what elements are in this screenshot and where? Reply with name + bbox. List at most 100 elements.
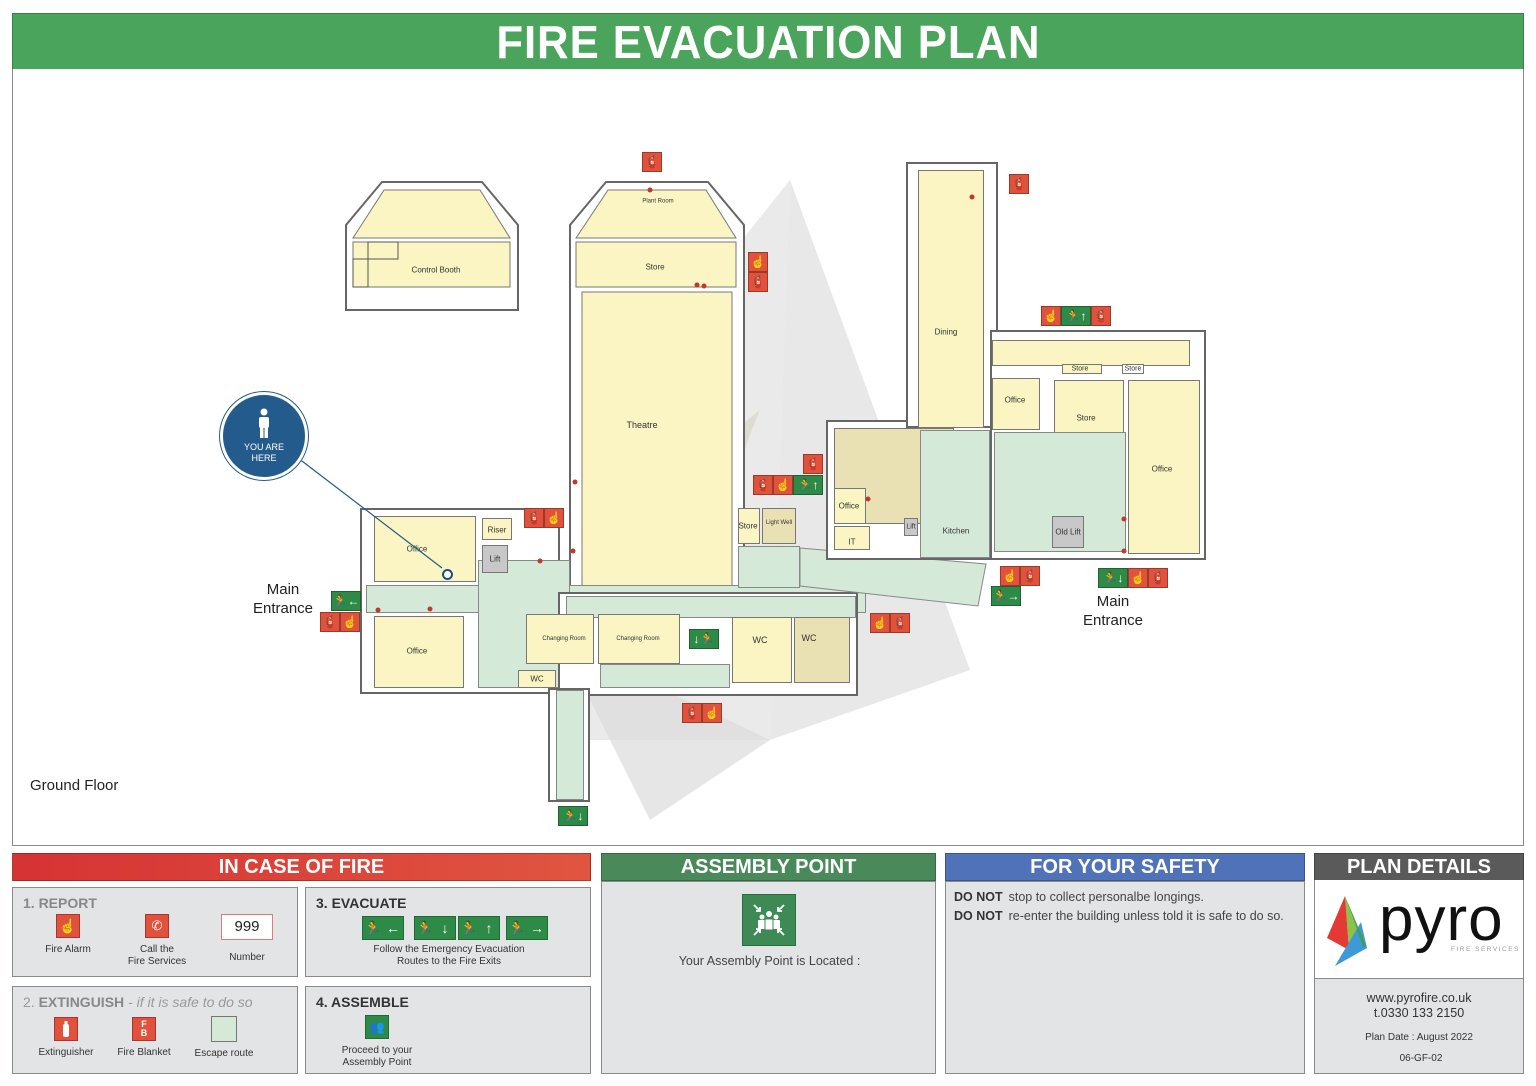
sign-location-dot bbox=[570, 548, 576, 554]
evacuate-title: 3. EVACUATE bbox=[316, 895, 407, 911]
exit-right-icon: 🏃→ bbox=[991, 586, 1021, 606]
extinguisher-icon: 🧯 bbox=[524, 508, 544, 528]
room-label-office-central: Office bbox=[838, 501, 860, 511]
sign-location-dot bbox=[701, 283, 707, 289]
you-are-here-badge: YOU ARE HERE bbox=[220, 392, 308, 480]
page-title: FIRE EVACUATION PLAN bbox=[495, 15, 1041, 68]
pyro-logo: pyro FIRE SERVICES bbox=[1314, 880, 1524, 978]
extinguisher-icon: 🧯 bbox=[320, 612, 340, 632]
room-office-sw bbox=[374, 616, 464, 688]
escape-route-item: Escape route bbox=[189, 1016, 259, 1060]
assembly-point-icon: 👥 bbox=[365, 1015, 389, 1039]
assembly-point-icon bbox=[742, 894, 796, 946]
fire-alarm-icon: ☝ bbox=[340, 612, 360, 632]
lift-west bbox=[482, 545, 508, 573]
extinguisher-icon: 🧯 bbox=[1020, 566, 1040, 586]
room-label-theatre: Theatre bbox=[626, 420, 658, 430]
exit-down-icon: 🏃↓ bbox=[1098, 568, 1128, 588]
escape-route-lightwell bbox=[738, 546, 800, 588]
call-fire-services-item: ✆ Call the Fire Services bbox=[117, 914, 197, 968]
room-label-office-east-small: Office bbox=[1004, 395, 1026, 405]
fire-alarm-icon: ☝ bbox=[1128, 568, 1148, 588]
fire-alarm-icon: ☝ bbox=[748, 252, 768, 272]
control-booth-outline bbox=[345, 181, 519, 311]
in-case-of-fire-header: IN CASE OF FIRE bbox=[12, 853, 591, 881]
exit-down-icon: 🏃↓ bbox=[558, 806, 588, 826]
extinguisher-icon: 🧯 bbox=[748, 272, 768, 292]
entrance-label-west: Main Entrance bbox=[252, 581, 314, 617]
person-icon bbox=[259, 408, 269, 438]
room-dining bbox=[918, 170, 984, 428]
pyro-brand: pyro bbox=[1379, 885, 1504, 954]
sign-location-dot bbox=[375, 607, 381, 613]
entrance-label-east: Main Entrance bbox=[1082, 593, 1144, 629]
room-label-light-well: Light Well bbox=[765, 520, 793, 526]
fire-blanket-item: F B Fire Blanket bbox=[117, 1017, 171, 1058]
sign-location-dot bbox=[969, 194, 975, 200]
room-wc-2 bbox=[794, 617, 850, 683]
room-label-riser: Riser bbox=[487, 525, 507, 535]
plan-details-header: PLAN DETAILS bbox=[1314, 853, 1524, 881]
room-office-east bbox=[1128, 380, 1200, 554]
room-office-nw bbox=[374, 516, 476, 582]
pyro-flame-icon bbox=[1327, 896, 1367, 966]
extinguisher-icon: 🧯 bbox=[753, 475, 773, 495]
room-label-lift-central: Lift bbox=[906, 523, 916, 531]
exit-left-icon: 🏃← bbox=[362, 916, 404, 940]
fire-alarm-icon: ☝ bbox=[773, 475, 793, 495]
assembly-point-header: ASSEMBLY POINT bbox=[601, 853, 936, 881]
extinguisher-icon: 🧯 bbox=[1091, 306, 1111, 326]
fire-alarm-icon: ☝ bbox=[56, 914, 80, 938]
room-label-old-lift: Old Lift bbox=[1055, 527, 1081, 537]
floor-label: Ground Floor bbox=[30, 777, 119, 794]
room-label-office-east: Office bbox=[1151, 464, 1173, 474]
exit-down-icon: 🏃↓ bbox=[414, 916, 456, 940]
fire-alarm-icon: ☝ bbox=[1000, 566, 1020, 586]
room-label-wc-2: WC bbox=[801, 633, 817, 643]
plan-phone: t.0330 133 2150 bbox=[1373, 1006, 1465, 1020]
extinguisher-icon: 🧯 bbox=[1009, 174, 1029, 194]
room-riser bbox=[482, 518, 512, 540]
emergency-number: 999 bbox=[221, 914, 273, 940]
room-label-store-top: Store bbox=[645, 262, 665, 272]
room-store-small-1 bbox=[1062, 364, 1102, 374]
title-bar: FIRE EVACUATION PLAN bbox=[12, 13, 1524, 70]
room-label-lift-west: Lift bbox=[489, 554, 501, 564]
extinguisher-icon: 🧯 bbox=[803, 454, 823, 474]
fire-blanket-icon: F B bbox=[132, 1017, 156, 1041]
exit-down-icon: ↓🏃 bbox=[689, 629, 719, 649]
room-store-lightwell bbox=[738, 508, 760, 544]
room-label-wc-1: WC bbox=[752, 635, 768, 645]
exit-left-icon: 🏃← bbox=[331, 591, 361, 611]
fire-alarm-icon: ☝ bbox=[1041, 306, 1061, 326]
extinguish-box: 2. EXTINGUISH - if it is safe to do so E… bbox=[12, 986, 298, 1074]
room-label-changing-1: Changing Room bbox=[542, 636, 586, 642]
room-changing-2 bbox=[598, 614, 680, 664]
extinguisher-icon bbox=[54, 1017, 78, 1041]
room-east-corridor bbox=[992, 340, 1190, 366]
exit-right-icon: 🏃→ bbox=[506, 916, 548, 940]
room-light-well bbox=[762, 508, 796, 544]
report-title: 1. REPORT bbox=[23, 895, 97, 911]
exit-up-icon: 🏃↑ bbox=[458, 916, 500, 940]
exit-up-icon: 🏃↑ bbox=[793, 475, 823, 495]
room-label-it: IT bbox=[848, 537, 856, 547]
room-it bbox=[834, 526, 870, 550]
escape-route-swatch bbox=[211, 1016, 237, 1042]
assemble-title: 4. ASSEMBLE bbox=[316, 994, 409, 1010]
room-label-dining: Dining bbox=[934, 327, 958, 337]
sign-location-dot bbox=[572, 479, 578, 485]
assemble-box: 4. ASSEMBLE 👥 Proceed to your Assembly P… bbox=[305, 986, 591, 1074]
plan-details-box: www.pyrofire.co.uk t.0330 133 2150 Plan … bbox=[1314, 978, 1524, 1074]
room-label-store-small-1: Store bbox=[1071, 365, 1089, 373]
fire-alarm-item: ☝ Fire Alarm bbox=[33, 914, 103, 956]
plan-website: www.pyrofire.co.uk bbox=[1366, 991, 1472, 1005]
fire-alarm-icon: ☝ bbox=[870, 613, 890, 633]
evacuate-text: Follow the Emergency Evacuation Routes t… bbox=[373, 944, 525, 967]
sign-location-dot bbox=[537, 558, 543, 564]
escape-route-south-lobby bbox=[600, 664, 730, 688]
sign-location-dot bbox=[1121, 516, 1127, 522]
fire-alarm-icon: ☝ bbox=[702, 703, 722, 723]
